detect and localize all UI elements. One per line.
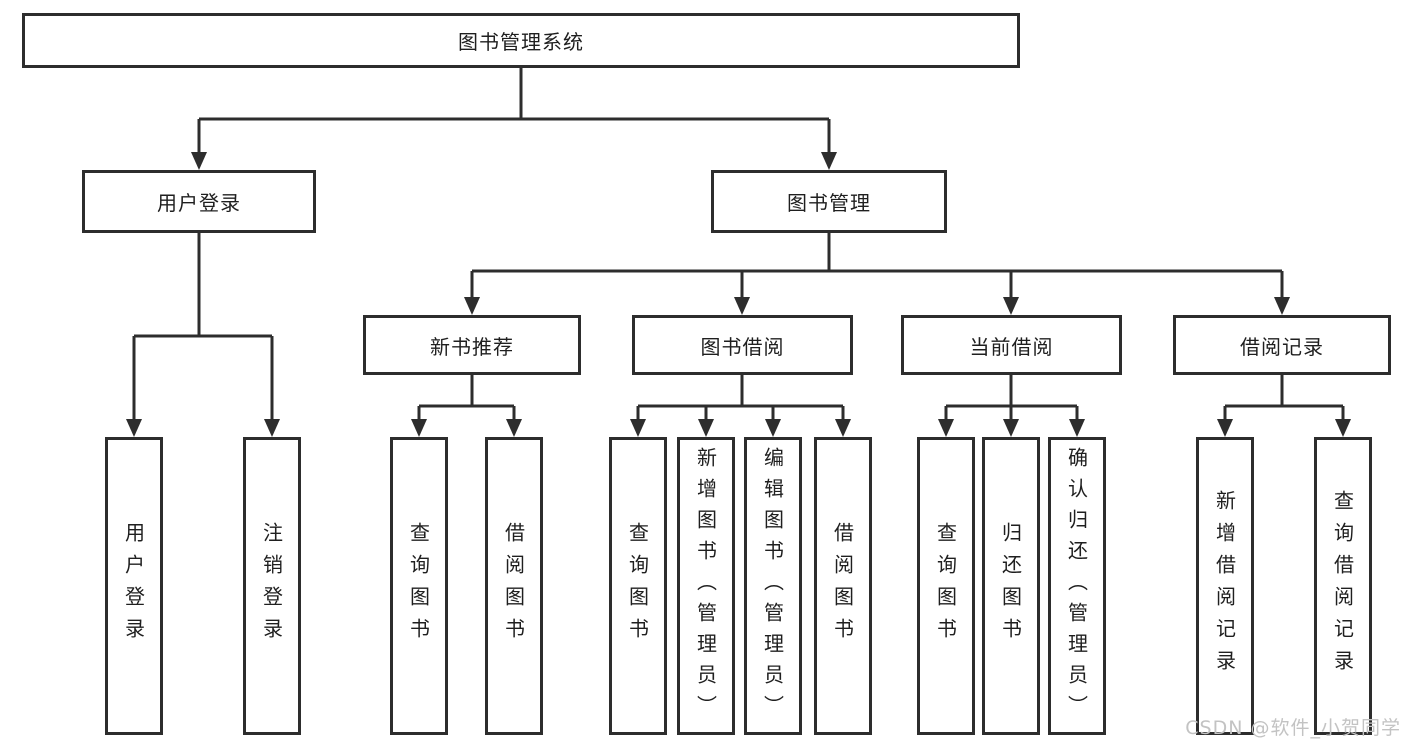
- leaf-recommend-query-books: 查询图书: [390, 437, 448, 735]
- leaf-borrow-query-books-label: 查询图书: [625, 522, 650, 650]
- leaf-user-login-label: 用户登录: [121, 522, 146, 650]
- node-current-borrow: 当前借阅: [901, 315, 1122, 375]
- arrowhead: [698, 419, 714, 437]
- leaf-borrow-query-books: 查询图书: [609, 437, 667, 735]
- arrowhead: [506, 419, 522, 437]
- node-new-book-recommend: 新书推荐: [363, 315, 581, 375]
- leaf-recommend-query-books-label: 查询图书: [406, 522, 431, 650]
- arrowhead: [630, 419, 646, 437]
- node-book-management: 图书管理: [711, 170, 947, 233]
- arrowhead: [1217, 419, 1233, 437]
- node-book-management-label: 图书管理: [787, 191, 871, 215]
- arrowhead: [126, 419, 142, 437]
- leaf-records-add-record: 新增借阅记录: [1196, 437, 1254, 735]
- arrowhead: [835, 419, 851, 437]
- arrowhead: [264, 419, 280, 437]
- arrowhead: [734, 297, 750, 315]
- node-borrow-records: 借阅记录: [1173, 315, 1391, 375]
- node-user-login: 用户登录: [82, 170, 316, 233]
- arrowhead: [1274, 297, 1290, 315]
- node-user-login-label: 用户登录: [157, 191, 241, 215]
- node-book-borrow-label: 图书借阅: [700, 334, 785, 359]
- leaf-borrow-add-books-admin-label: 新增图书（管理员）: [693, 446, 718, 726]
- arrowhead: [1069, 419, 1085, 437]
- leaf-current-query-books: 查询图书: [917, 437, 975, 735]
- arrowheads: [126, 152, 1351, 437]
- csdn-watermark: CSDN @软件_小贺同学: [1185, 717, 1401, 739]
- node-book-borrow: 图书借阅: [632, 315, 853, 375]
- leaf-logout: 注销登录: [243, 437, 301, 735]
- leaf-current-confirm-return-admin-label: 确认归还（管理员）: [1064, 446, 1089, 726]
- leaf-current-return-books: 归还图书: [982, 437, 1040, 735]
- arrowhead: [1003, 419, 1019, 437]
- leaf-records-query-record-label: 查询借阅记录: [1330, 490, 1355, 682]
- node-current-borrow-label: 当前借阅: [969, 334, 1054, 359]
- node-root-label: 图书管理系统: [458, 30, 584, 54]
- leaf-current-confirm-return-admin: 确认归还（管理员）: [1048, 437, 1106, 735]
- node-root: 图书管理系统: [22, 13, 1020, 68]
- leaf-borrow-add-books-admin: 新增图书（管理员）: [677, 437, 735, 735]
- leaf-logout-label: 注销登录: [259, 522, 284, 650]
- connector-paths: [132, 68, 1345, 423]
- arrowhead: [1003, 297, 1019, 315]
- arrowhead: [821, 152, 837, 170]
- leaf-borrow-edit-books-admin-label: 编辑图书（管理员）: [760, 446, 785, 726]
- leaf-borrow-borrow-books-label: 借阅图书: [830, 522, 855, 650]
- leaf-recommend-borrow-books-label: 借阅图书: [501, 522, 526, 650]
- arrowhead: [938, 419, 954, 437]
- arrowhead: [464, 297, 480, 315]
- leaf-recommend-borrow-books: 借阅图书: [485, 437, 543, 735]
- arrowhead: [411, 419, 427, 437]
- node-borrow-records-label: 借阅记录: [1240, 334, 1324, 359]
- leaf-current-return-books-label: 归还图书: [998, 522, 1023, 650]
- arrowhead: [765, 419, 781, 437]
- leaf-user-login: 用户登录: [105, 437, 163, 735]
- leaf-current-query-books-label: 查询图书: [933, 522, 958, 650]
- leaf-borrow-borrow-books: 借阅图书: [814, 437, 872, 735]
- leaf-records-query-record: 查询借阅记录: [1314, 437, 1372, 735]
- arrowhead: [1335, 419, 1351, 437]
- node-new-book-recommend-label: 新书推荐: [430, 334, 514, 359]
- leaf-borrow-edit-books-admin: 编辑图书（管理员）: [744, 437, 802, 735]
- leaf-records-add-record-label: 新增借阅记录: [1212, 490, 1237, 682]
- arrowhead: [191, 152, 207, 170]
